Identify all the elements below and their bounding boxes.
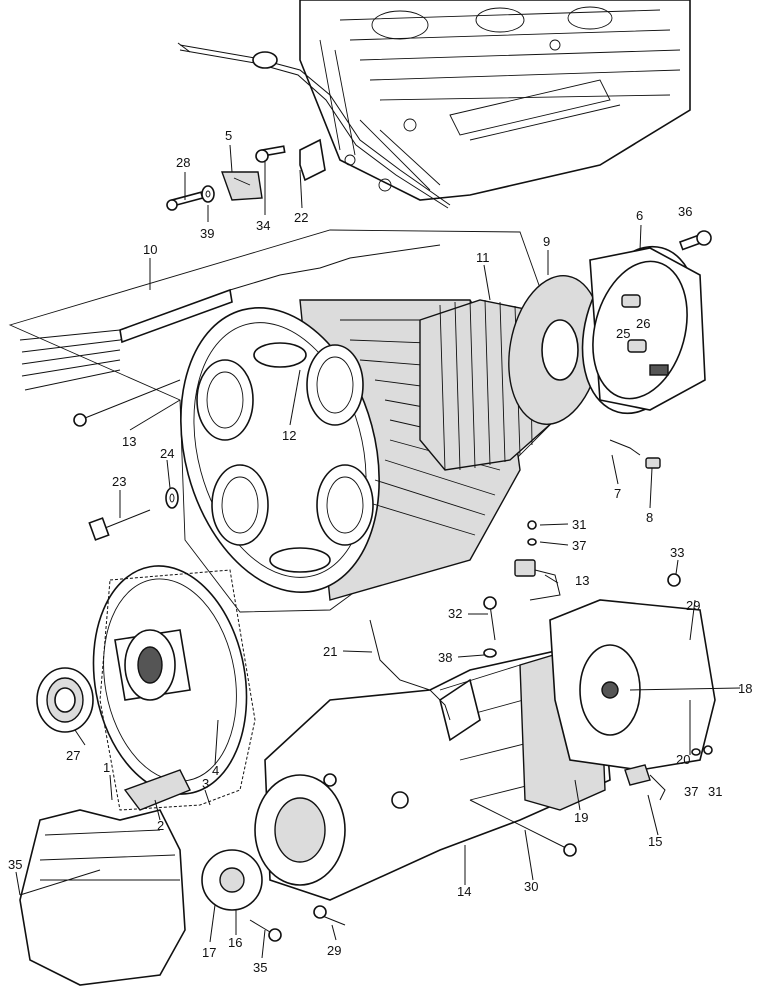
brush-holder-15	[624, 764, 666, 801]
callout-20: 20	[676, 752, 690, 767]
callout-6: 6	[636, 208, 643, 223]
callout-22: 22	[294, 210, 308, 225]
bearing-27	[36, 667, 94, 733]
spring-7	[609, 439, 641, 456]
field-coils	[196, 342, 374, 573]
callout-4: 4	[212, 763, 219, 778]
callout-25: 25	[616, 326, 630, 341]
washer-38	[483, 648, 497, 658]
terminal-13-starter	[514, 559, 561, 601]
drive-sprocket-16	[201, 849, 263, 911]
callout-1: 1	[103, 760, 110, 775]
callout-13-upper: 13	[122, 434, 136, 449]
sprocket-with-chain	[92, 565, 256, 811]
bracket-5	[221, 171, 263, 201]
callout-35-left: 35	[8, 857, 22, 872]
callout-23: 23	[112, 474, 126, 489]
brush-8	[645, 457, 661, 469]
end-cover-18	[549, 599, 716, 771]
plate-2	[123, 769, 191, 811]
callout-29-lower: 29	[327, 943, 341, 958]
callout-numbers: 5 28 39 34 22 10 6 36 9 11 26 25 12 13 2…	[8, 128, 752, 975]
wire-leads-10	[19, 244, 441, 391]
callout-14: 14	[457, 884, 471, 899]
callout-12: 12	[282, 428, 296, 443]
callout-35-bottom: 35	[253, 960, 267, 975]
callout-16: 16	[228, 935, 242, 950]
engine-crankcase	[299, 0, 691, 201]
callout-9: 9	[543, 234, 550, 249]
wire-21	[369, 619, 451, 721]
callout-10: 10	[143, 242, 157, 257]
callout-36: 36	[678, 204, 692, 219]
callout-28: 28	[176, 155, 190, 170]
leader-lines	[15, 144, 741, 959]
end-plate-9	[508, 275, 602, 425]
callout-13-lower: 13	[575, 573, 589, 588]
callout-8: 8	[646, 510, 653, 525]
bolt-13-long	[73, 379, 181, 427]
bolt-29-lower	[313, 905, 346, 926]
callout-5: 5	[225, 128, 232, 143]
callout-26: 26	[636, 316, 650, 331]
bolt-35-lower	[249, 919, 282, 942]
washer-39	[201, 185, 215, 203]
callout-32: 32	[448, 606, 462, 621]
callout-31-lower: 31	[708, 784, 722, 799]
sprocket-cover-1	[19, 809, 186, 986]
callout-27: 27	[66, 748, 80, 763]
small-screws-31-37	[527, 520, 713, 756]
callout-39: 39	[200, 226, 214, 241]
washer-24	[165, 487, 179, 509]
callout-18: 18	[738, 681, 752, 696]
callout-34: 34	[256, 218, 270, 233]
callout-17: 17	[202, 945, 216, 960]
callout-15: 15	[648, 834, 662, 849]
screw-33	[667, 573, 681, 587]
bolt-23	[88, 509, 151, 541]
callout-33: 33	[670, 545, 684, 560]
bolt-34	[255, 145, 286, 163]
through-bolt-30	[469, 799, 577, 857]
engine-wire-harness	[177, 42, 451, 209]
callout-21: 21	[323, 644, 337, 659]
bolt-36	[678, 230, 712, 251]
callout-38: 38	[438, 650, 452, 665]
callout-19: 19	[574, 810, 588, 825]
cover-6	[581, 245, 706, 415]
callout-3: 3	[202, 776, 209, 791]
callout-24: 24	[160, 446, 174, 461]
callout-2: 2	[157, 818, 164, 833]
callout-37-upper: 37	[572, 538, 586, 553]
callout-29-upper: 29	[686, 598, 700, 613]
bolt-32	[483, 596, 497, 641]
callout-37-lower: 37	[684, 784, 698, 799]
callout-11: 11	[476, 250, 490, 265]
callout-31-upper: 31	[572, 517, 586, 532]
callout-30: 30	[524, 879, 538, 894]
callout-7: 7	[614, 486, 621, 501]
clamp-22	[299, 138, 326, 182]
